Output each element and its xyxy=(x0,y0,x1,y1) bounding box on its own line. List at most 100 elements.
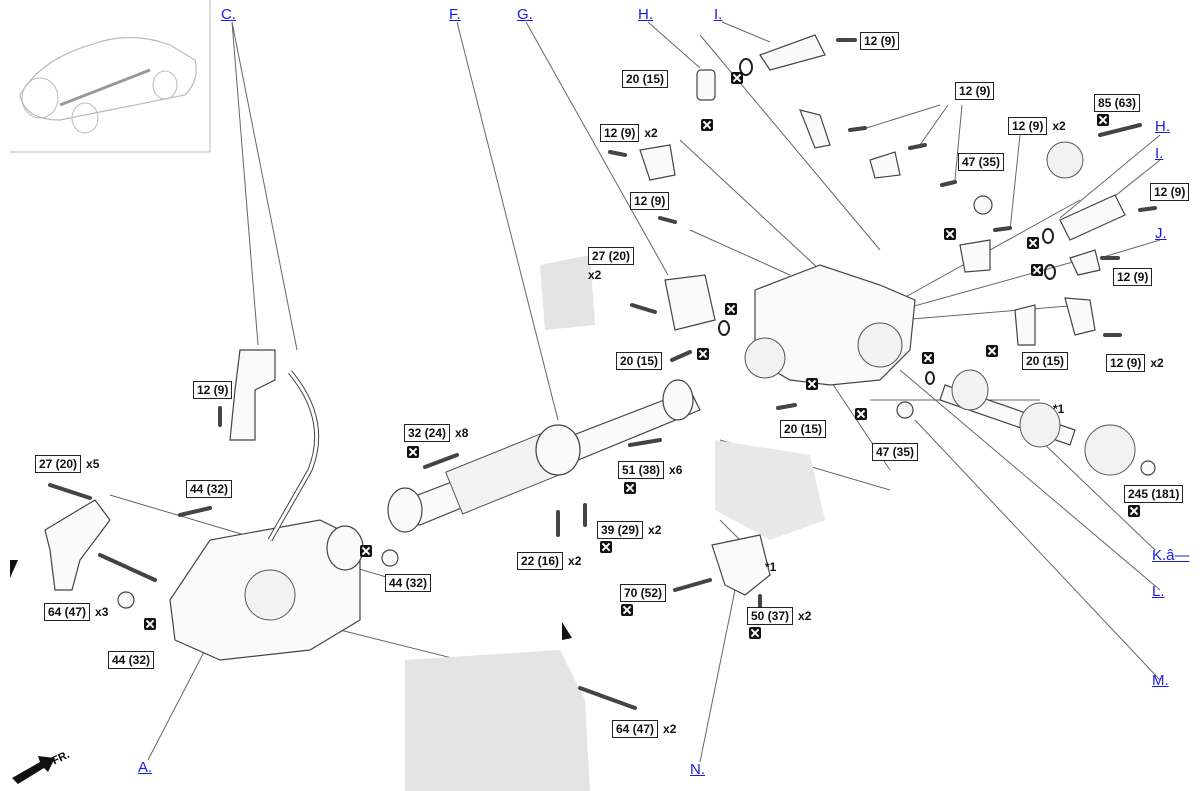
sensor-i-right xyxy=(1059,194,1126,241)
plug-top xyxy=(973,195,993,215)
torque-27-20-x5: 27 (20)x5 xyxy=(35,455,99,473)
torque-64-47-x3: 64 (47)x3 xyxy=(44,603,108,621)
torque-20-15-drain: 20 (15) xyxy=(780,420,827,438)
x-box-replace-icon xyxy=(1128,505,1140,517)
bracket-top-3 xyxy=(959,239,991,273)
ghost-transmission-shape xyxy=(405,650,590,791)
x-box-replace-icon xyxy=(1027,237,1039,249)
callout-l[interactable]: L. xyxy=(1152,583,1165,600)
torque-22-16-x2: 22 (16)x2 xyxy=(517,552,581,570)
torque-44-32-bolt: 44 (32) xyxy=(186,480,233,498)
x-box-replace-icon xyxy=(624,482,636,494)
ref-star1-mount: *1 xyxy=(765,560,777,574)
torque-12-9-i-right: 12 (9) xyxy=(1150,183,1190,201)
breather-hose-c xyxy=(267,370,320,542)
bracket-c xyxy=(229,349,276,441)
front-direction-arrow xyxy=(12,756,55,784)
x-box-replace-icon xyxy=(855,408,867,420)
bracket-right-lower xyxy=(1064,297,1096,336)
torque-12-9-x2-right: 12 (9)x2 xyxy=(1008,117,1066,135)
torque-70-52: 70 (52) xyxy=(620,584,667,602)
vehicle-locator-inset xyxy=(10,0,211,153)
callout-g[interactable]: G. xyxy=(517,6,533,23)
x-box-replace-icon xyxy=(600,541,612,553)
torque-64-47-x2: 64 (47)x2 xyxy=(612,720,676,738)
x-box-replace-icon xyxy=(621,604,633,616)
x-box-replace-icon xyxy=(1031,264,1043,276)
bolts xyxy=(48,38,1157,710)
torque-44-32-plug-right: 44 (32) xyxy=(385,574,432,592)
callout-m[interactable]: M. xyxy=(1152,672,1169,689)
callout-h-right[interactable]: H. xyxy=(1155,118,1170,135)
bracket-g xyxy=(639,144,676,181)
x-box-replace-icon xyxy=(360,545,372,557)
callout-i-top[interactable]: I. xyxy=(714,6,723,23)
marker-triangle-bottom xyxy=(562,622,572,640)
marker-triangle-left xyxy=(10,560,18,578)
torque-47-35-plug-top: 47 (35) xyxy=(958,153,1005,171)
torque-85-63: 85 (63) xyxy=(1094,94,1141,112)
sensor-j xyxy=(1069,249,1101,276)
sensor-right xyxy=(1014,304,1036,346)
rear-half-shaft xyxy=(939,369,1136,476)
torque-12-9-x2-bottom-right: 12 (9)x2 xyxy=(1106,354,1164,372)
x-box-replace-icon xyxy=(701,119,713,131)
torque-20-15-right-sensor: 20 (15) xyxy=(1022,352,1069,370)
sensor-h xyxy=(696,69,716,101)
torque-51-38-x6: 51 (38)x6 xyxy=(618,461,682,479)
ref-star1-halfshaft: *1 xyxy=(1053,402,1065,416)
x-box-replace-icon xyxy=(749,627,761,639)
torque-50-37-x2: 50 (37)x2 xyxy=(747,607,811,625)
torque-44-32-plug-left: 44 (32) xyxy=(108,651,155,669)
transfer-assembly-a xyxy=(169,519,364,661)
torque-27-20-x2: 27 (20)x2 xyxy=(588,247,635,282)
o-rings xyxy=(718,58,1056,385)
torque-47-35-plug-bottom: 47 (35) xyxy=(872,443,919,461)
transfer-mount-bracket xyxy=(44,499,111,591)
ghost-rear-bracket-shape xyxy=(715,440,825,540)
x-box-replace-icon xyxy=(922,352,934,364)
x-box-replace-icon xyxy=(731,72,743,84)
propeller-shaft xyxy=(387,379,701,533)
torque-12-9-sensor-i: 12 (9) xyxy=(860,32,900,50)
callout-a[interactable]: A. xyxy=(138,759,153,776)
torque-20-15-sensor-h: 20 (15) xyxy=(622,70,669,88)
x-box-replace-icon xyxy=(144,618,156,630)
callout-h-top[interactable]: H. xyxy=(638,6,653,23)
x-box-replace-icon xyxy=(944,228,956,240)
sensor-i-top xyxy=(759,34,826,71)
torque-12-9-j: 12 (9) xyxy=(1113,268,1153,286)
callout-k[interactable]: K.â— xyxy=(1152,547,1190,564)
x-box-replace-icon xyxy=(986,345,998,357)
callout-i-right[interactable]: I. xyxy=(1155,145,1164,162)
callout-f[interactable]: F. xyxy=(449,6,461,23)
x-box-replace-icon xyxy=(407,446,419,458)
callout-c-top[interactable]: C. xyxy=(221,6,236,23)
torque-245-181: 245 (181) xyxy=(1124,485,1184,503)
rear-mount-n xyxy=(711,534,771,596)
bracket-top-1 xyxy=(799,109,831,149)
washer-85 xyxy=(1046,141,1084,179)
x-box-replace-icon xyxy=(1097,114,1109,126)
torque-12-9-bracket-c: 12 (9) xyxy=(193,381,233,399)
torque-32-24-x8: 32 (24)x8 xyxy=(404,424,468,442)
plug-44-left xyxy=(117,591,135,609)
callout-n[interactable]: N. xyxy=(690,761,705,778)
plug-bottom xyxy=(896,401,914,419)
plug-44-right xyxy=(381,549,399,567)
hub-nut xyxy=(1140,460,1156,476)
callout-j[interactable]: J. xyxy=(1155,225,1167,242)
bracket-top-2 xyxy=(869,151,901,179)
rear-differential xyxy=(744,264,916,386)
torque-12-9-bracket-g: 12 (9)x2 xyxy=(600,124,658,142)
torque-12-9-brackets-top: 12 (9) xyxy=(955,82,995,100)
torque-12-9-g-lower: 12 (9) xyxy=(630,192,670,210)
cover-g xyxy=(664,274,716,331)
torque-20-15-left-plug: 20 (15) xyxy=(616,352,663,370)
torque-39-29-x2: 39 (29)x2 xyxy=(597,521,661,539)
ghost-prop-bracket-shape xyxy=(540,255,595,330)
x-box-replace-icon xyxy=(725,303,737,315)
x-box-replace-icon xyxy=(806,378,818,390)
